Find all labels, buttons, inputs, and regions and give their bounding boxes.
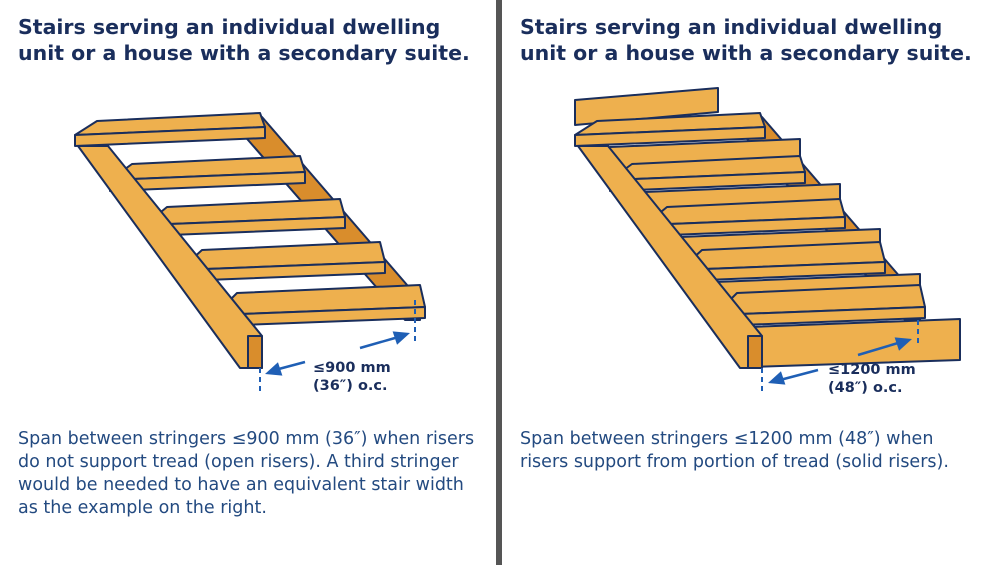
right-dimension-value: ≤1200 mm [828,362,916,378]
left-arrow-head-right [392,331,410,345]
right-dim-arrow-right-shaft [857,341,899,357]
left-dimension-value: ≤900 mm [313,360,391,376]
right-dim-arrow-left-shaft [779,368,819,382]
right-dimension-label: ≤1200 mm (48″) o.c. [828,361,916,397]
left-dimension-label: ≤900 mm (36″) o.c. [313,359,391,395]
left-stringer-end [247,335,263,369]
right-dimension-inches: (48″) o.c. [828,380,903,396]
right-tread-nosing-1 [574,126,766,147]
divider [496,0,502,565]
left-title: Stairs serving an individual dwelling un… [18,15,470,65]
left-description: Span between stringers ≤900 mm (36″) whe… [18,429,475,518]
right-title: Stairs serving an individual dwelling un… [520,15,972,65]
right-top-backboard [574,87,719,126]
right-riser-5 [749,318,961,368]
right-arrow-head-left [768,371,786,385]
right-arrow-head-right [894,337,912,351]
left-dim-arrow-right-shaft [359,336,396,350]
left-arrow-head-left [265,362,283,376]
right-stringer-end [747,335,763,369]
left-tread-nosing-1 [74,126,266,147]
left-dimension-inches: (36″) o.c. [313,378,388,394]
right-description: Span between stringers ≤1200 mm (48″) wh… [520,429,949,472]
